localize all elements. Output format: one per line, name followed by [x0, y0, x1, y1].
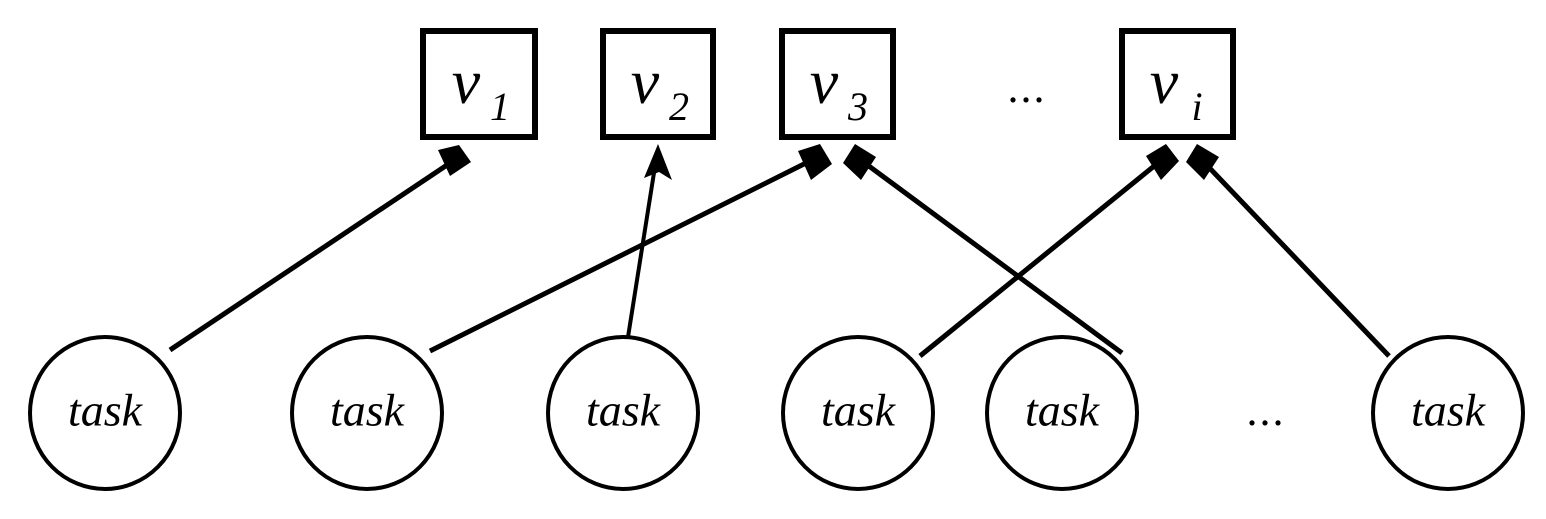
- variable-node-subscript-label: 1: [490, 84, 510, 129]
- variable-node-subscript-label: 3: [847, 84, 868, 129]
- edge-task4-to-vi: [918, 144, 1179, 358]
- variable-node-subscript-label: 2: [669, 84, 689, 129]
- task-node-3[interactable]: task: [546, 335, 700, 491]
- task-node-label: task: [330, 385, 406, 436]
- variable-node-base-label: v: [631, 46, 660, 117]
- variable-node-base-label: v: [452, 46, 481, 117]
- task-node-layer: task task task task task task: [28, 335, 1525, 491]
- variable-node-base-label: v: [810, 46, 839, 117]
- task-node-4[interactable]: task: [781, 335, 935, 491]
- task-node-label: task: [586, 385, 662, 436]
- task-node-5[interactable]: task: [985, 335, 1139, 491]
- edge-task5-to-v3: [843, 144, 1124, 356]
- task-row-ellipsis: ...: [1247, 386, 1286, 435]
- arrow-head-icon: [843, 144, 876, 180]
- variable-node-layer: v 1 v 2 v 3 v i ...: [420, 28, 1236, 140]
- edge-task1-to-v1: [168, 145, 471, 353]
- variable-node-box[interactable]: [600, 28, 716, 140]
- variable-row-ellipsis: ...: [1008, 63, 1047, 112]
- edge-task3-to-v2: [626, 144, 672, 338]
- edge-line: [1198, 156, 1391, 358]
- task-node-circle[interactable]: [546, 335, 700, 491]
- arrow-head-icon: [798, 144, 832, 180]
- task-node-6[interactable]: task: [1371, 335, 1525, 491]
- variable-node-v2[interactable]: v 2: [600, 28, 716, 140]
- task-node-circle[interactable]: [1371, 335, 1525, 491]
- edge-task6-to-vi: [1186, 144, 1391, 358]
- edge-line: [856, 155, 1124, 356]
- arrow-head-icon: [1186, 144, 1219, 180]
- edge-line: [626, 159, 658, 338]
- task-node-circle[interactable]: [985, 335, 1139, 491]
- edge-line: [428, 154, 820, 354]
- variable-node-subscript-label: i: [1191, 84, 1202, 129]
- arrow-head-icon: [644, 144, 672, 180]
- edge-task2-to-v3: [428, 144, 832, 354]
- variable-node-box[interactable]: [779, 28, 896, 140]
- task-node-2[interactable]: task: [290, 335, 444, 491]
- variable-node-box[interactable]: [1119, 28, 1236, 140]
- task-node-circle[interactable]: [290, 335, 444, 491]
- task-node-circle[interactable]: [781, 335, 935, 491]
- edge-line: [918, 156, 1166, 358]
- task-node-label: task: [1025, 385, 1101, 436]
- arrow-head-icon: [1146, 144, 1179, 180]
- task-node-label: task: [68, 385, 144, 436]
- variable-node-v3[interactable]: v 3: [779, 28, 896, 140]
- task-node-circle[interactable]: [28, 335, 182, 491]
- variable-node-box[interactable]: [420, 28, 538, 140]
- task-node-label: task: [821, 385, 897, 436]
- task-node-1[interactable]: task: [28, 335, 182, 491]
- arrow-head-icon: [438, 145, 471, 176]
- variable-node-v1[interactable]: v 1: [420, 28, 538, 140]
- variable-node-vi[interactable]: v i: [1119, 28, 1236, 140]
- task-node-label: task: [1411, 385, 1487, 436]
- edge-layer: [168, 144, 1391, 358]
- variable-node-base-label: v: [1150, 46, 1179, 117]
- edge-line: [168, 154, 461, 353]
